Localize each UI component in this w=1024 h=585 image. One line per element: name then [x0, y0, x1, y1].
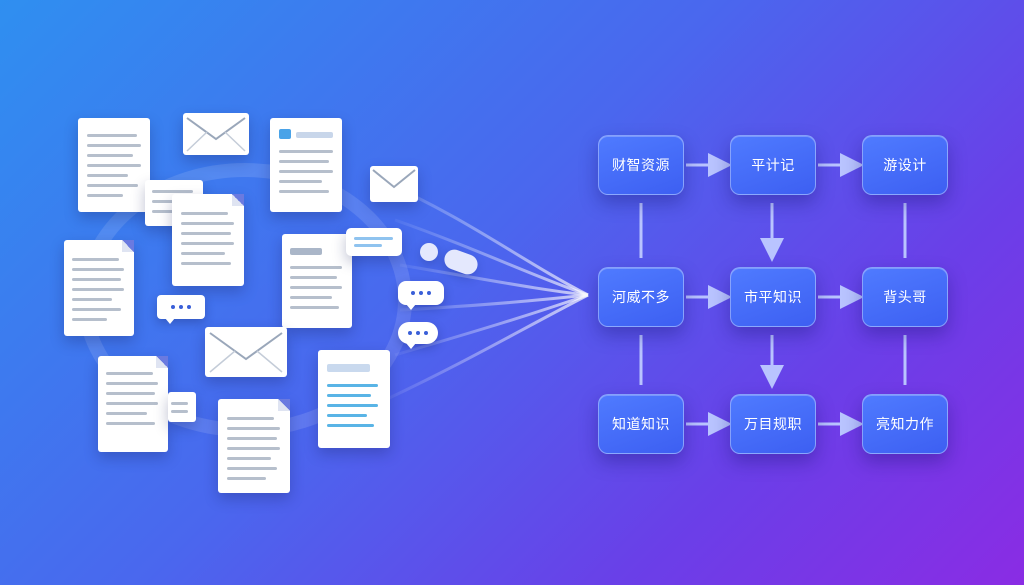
- envelope-icon: [183, 113, 249, 155]
- document-icon: [270, 118, 342, 212]
- node-r2c2: 市平知识: [730, 267, 816, 327]
- node-r3c3: 亮知力作: [862, 394, 948, 454]
- node-label: 河威不多: [612, 290, 670, 306]
- page-fold: [232, 194, 244, 206]
- document-icon: [172, 194, 244, 286]
- document-icon: [346, 228, 402, 256]
- node-label: 知道知识: [612, 417, 670, 433]
- node-r1c1: 财智资源: [598, 135, 684, 195]
- node-r2c1: 河威不多: [598, 267, 684, 327]
- page-fold: [156, 356, 168, 368]
- envelope-icon: [205, 327, 287, 377]
- node-r2c3: 背头哥: [862, 267, 948, 327]
- connector-capsule: [420, 243, 438, 261]
- node-label: 亮知力作: [876, 417, 934, 433]
- document-icon: [98, 356, 168, 452]
- document-icon: [168, 392, 196, 422]
- chat-bubble-icon: [398, 281, 444, 310]
- node-r1c3: 游设计: [862, 135, 948, 195]
- node-label: 背头哥: [883, 290, 927, 306]
- node-r1c2: 平计记: [730, 135, 816, 195]
- node-r3c2: 万目规职: [730, 394, 816, 454]
- node-label: 市平知识: [744, 290, 802, 306]
- node-label: 游设计: [883, 158, 927, 174]
- document-icon: [78, 118, 150, 212]
- chat-bubble-icon: [398, 322, 438, 349]
- node-r3c1: 知道知识: [598, 394, 684, 454]
- node-label: 财智资源: [612, 158, 670, 174]
- document-icon: [218, 399, 290, 493]
- node-label: 万目规职: [744, 417, 802, 433]
- document-icon: [64, 240, 134, 336]
- chat-bubble-icon: [157, 295, 205, 324]
- document-icon: [318, 350, 390, 448]
- page-fold: [122, 240, 134, 252]
- envelope-icon: [370, 166, 418, 202]
- node-label: 平计记: [751, 158, 795, 174]
- document-icon: [282, 234, 352, 328]
- page-fold: [278, 399, 290, 411]
